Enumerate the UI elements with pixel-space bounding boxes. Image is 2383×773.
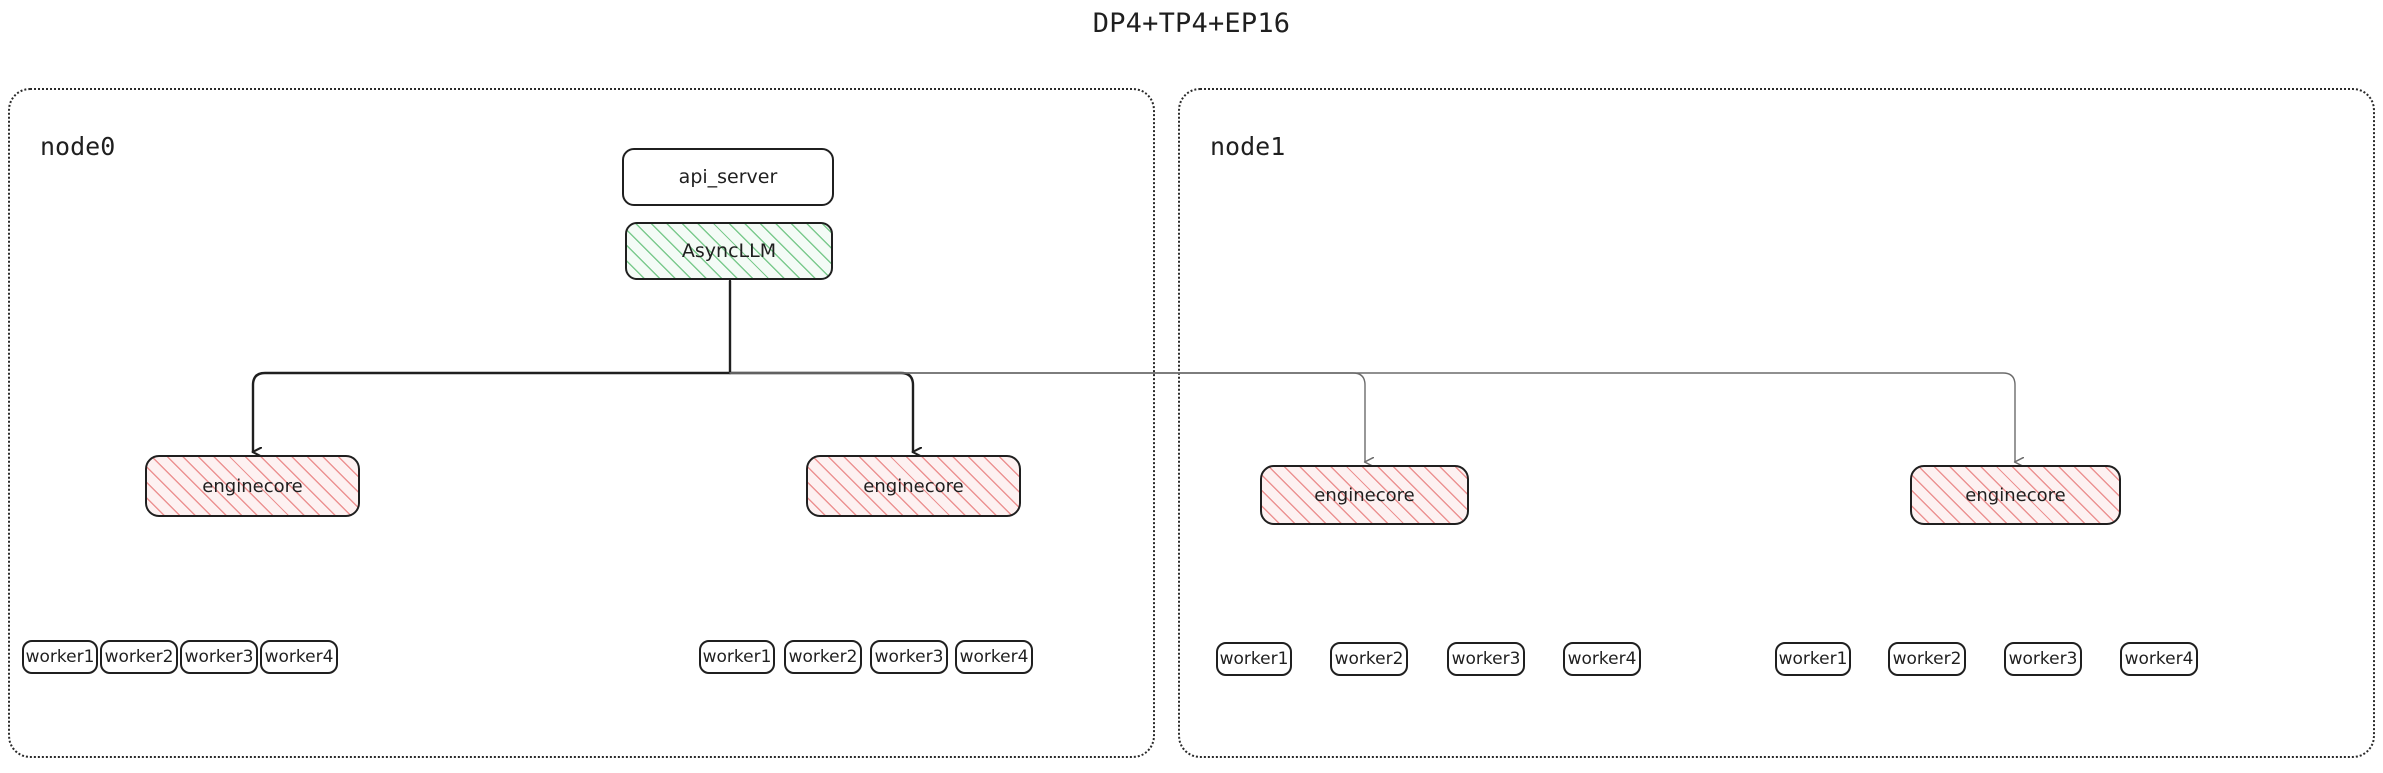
worker-label: worker1 — [25, 647, 95, 667]
node-label-node0: node0 — [40, 132, 116, 161]
enginecore-box[interactable]: enginecore — [1910, 465, 2121, 525]
worker-box[interactable]: worker2 — [784, 640, 862, 674]
worker-label: worker2 — [1892, 649, 1962, 669]
worker-label: worker3 — [1451, 649, 1521, 669]
worker-label: worker4 — [1567, 649, 1637, 669]
worker-label: worker2 — [788, 647, 858, 667]
worker-box[interactable]: worker2 — [100, 640, 178, 674]
enginecore-label: enginecore — [1965, 484, 2066, 506]
worker-box[interactable]: worker2 — [1888, 642, 1966, 676]
api-server-label: api_server — [678, 166, 778, 188]
api-server-box[interactable]: api_server — [622, 148, 834, 206]
asyncllm-box[interactable]: AsyncLLM — [625, 222, 833, 280]
worker-label: worker3 — [2008, 649, 2078, 669]
worker-label: worker3 — [184, 647, 254, 667]
worker-box[interactable]: worker3 — [1447, 642, 1525, 676]
worker-label: worker4 — [264, 647, 334, 667]
enginecore-label: enginecore — [202, 475, 303, 497]
worker-label: worker1 — [702, 647, 772, 667]
worker-box[interactable]: worker3 — [2004, 642, 2082, 676]
enginecore-label: enginecore — [1314, 484, 1415, 506]
node-label-node1: node1 — [1210, 132, 1286, 161]
asyncllm-label: AsyncLLM — [681, 240, 777, 262]
worker-box[interactable]: worker1 — [22, 640, 98, 674]
worker-label: worker3 — [874, 647, 944, 667]
worker-box[interactable]: worker3 — [180, 640, 258, 674]
worker-box[interactable]: worker4 — [260, 640, 338, 674]
enginecore-box[interactable]: enginecore — [806, 455, 1021, 517]
worker-box[interactable]: worker4 — [2120, 642, 2198, 676]
worker-box[interactable]: worker2 — [1330, 642, 1408, 676]
worker-label: worker4 — [959, 647, 1029, 667]
page-title: DP4+TP4+EP16 — [1092, 8, 1291, 39]
worker-label: worker2 — [1334, 649, 1404, 669]
enginecore-label: enginecore — [863, 475, 964, 497]
worker-label: worker2 — [104, 647, 174, 667]
worker-label: worker1 — [1219, 649, 1289, 669]
enginecore-box[interactable]: enginecore — [145, 455, 360, 517]
worker-box[interactable]: worker1 — [1775, 642, 1851, 676]
worker-box[interactable]: worker3 — [870, 640, 948, 674]
worker-label: worker1 — [1778, 649, 1848, 669]
worker-box[interactable]: worker1 — [699, 640, 775, 674]
worker-box[interactable]: worker4 — [1563, 642, 1641, 676]
worker-box[interactable]: worker4 — [955, 640, 1033, 674]
enginecore-box[interactable]: enginecore — [1260, 465, 1469, 525]
worker-label: worker4 — [2124, 649, 2194, 669]
worker-box[interactable]: worker1 — [1216, 642, 1292, 676]
